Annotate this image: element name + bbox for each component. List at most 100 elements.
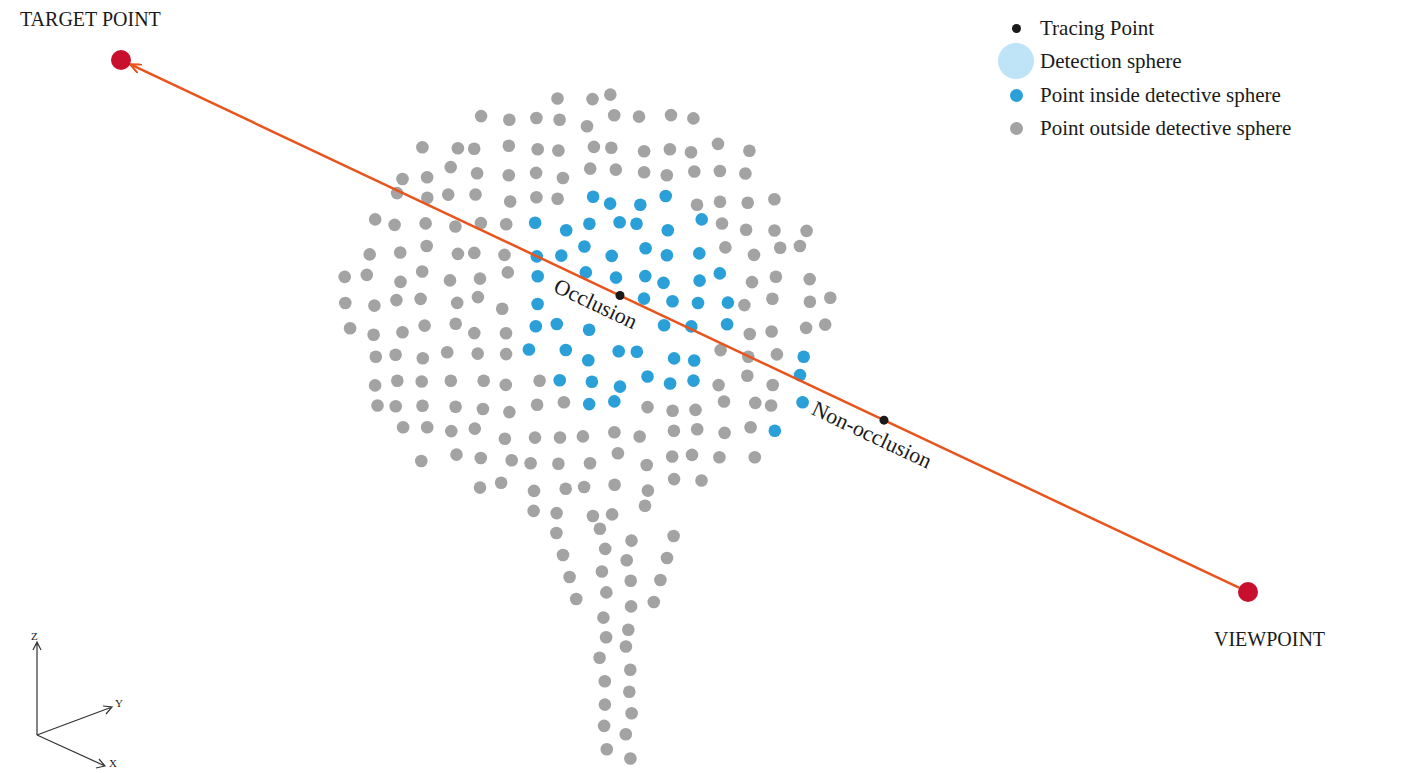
outside-point [774,241,787,254]
outside-point [586,93,599,106]
outside-point [608,109,621,122]
outside-point [766,293,779,306]
outside-point [338,271,351,284]
outside-point [361,269,374,282]
outside-point [415,375,428,388]
outside-point [390,294,403,307]
outside-point [712,138,725,151]
outside-point [766,379,779,392]
outside-point [625,600,638,613]
outside-point [469,188,482,201]
outside-point [633,430,646,443]
outside-point [553,114,566,127]
outside-point [599,543,612,556]
outside-point [368,299,381,312]
outside-point [451,297,464,310]
outside-point [668,425,681,438]
inside-point [523,343,536,356]
outside-point [718,427,731,440]
sight-line [131,65,1239,588]
viewpoint [1238,582,1258,602]
outside-point [604,88,617,101]
outside-point [612,447,625,460]
point-label: VIEWPOINT [1214,628,1325,650]
inside-point [769,425,782,438]
inside-point [639,242,652,255]
outside-point [712,379,725,392]
inside-point [692,297,705,310]
outside-point [598,720,611,733]
outside-point [503,406,516,419]
outside-point [391,374,404,387]
outside-point [530,167,543,180]
legend-text: Point inside detective sphere [1040,84,1281,107]
outside-point [740,224,753,237]
outside-point [664,143,677,156]
outside-point [667,530,680,543]
outside-point [421,171,434,184]
outside-point [689,404,702,417]
inside-point [664,377,677,390]
outside-point [449,220,462,233]
outside-point [371,399,384,412]
inside-point [614,380,627,393]
outside-point [640,459,653,472]
outside-point [419,217,432,230]
outside-point [625,707,638,720]
legend-swatch [998,43,1034,79]
outside-point [471,347,484,360]
outside-point [396,326,409,339]
legend-text: Detection sphere [1040,50,1182,73]
outside-point [452,142,465,155]
outside-point [474,481,487,494]
outside-point [503,169,516,182]
outside-point [416,141,429,154]
sphere-fill [768,311,1000,536]
inside-point [604,197,617,210]
target-point [111,50,131,70]
outside-point [417,352,430,365]
outside-point [749,397,762,410]
outside-point [744,328,757,341]
outside-point [450,448,463,461]
outside-point [803,273,816,286]
outside-point [804,296,817,309]
outside-point [641,401,654,414]
legend-swatch [1012,24,1021,33]
outside-point [633,110,646,123]
outside-point [610,163,623,176]
outside-point [495,476,508,489]
outside-point [421,421,434,434]
outside-point [500,327,513,340]
outside-point [748,249,761,262]
outside-point [593,652,606,665]
outside-point [714,196,727,209]
outside-point [800,322,813,335]
outside-point [718,395,731,408]
outside-point [642,484,655,497]
outside-point [623,685,636,698]
outside-point [768,224,781,237]
outside-point [691,423,704,436]
outside-point [530,191,543,204]
outside-point [389,349,402,362]
outside-point [502,266,515,279]
outside-point [416,265,429,278]
sphere-label: Non-occlusion [808,396,935,473]
outside-point [471,167,484,180]
tracing-point [880,416,889,425]
outside-point [771,348,784,361]
legend-swatch [1010,89,1023,102]
outside-point [661,552,674,565]
outside-point [469,422,482,435]
outside-point [550,507,563,520]
inside-point [693,247,706,260]
detection-sphere: Non-occlusion [768,308,1000,540]
inside-point [668,352,681,365]
inside-point [613,216,626,229]
outside-point [588,141,601,154]
outside-point [594,523,607,536]
axis-label: Y [115,697,123,709]
outside-point [587,510,600,523]
outside-point [496,303,509,316]
